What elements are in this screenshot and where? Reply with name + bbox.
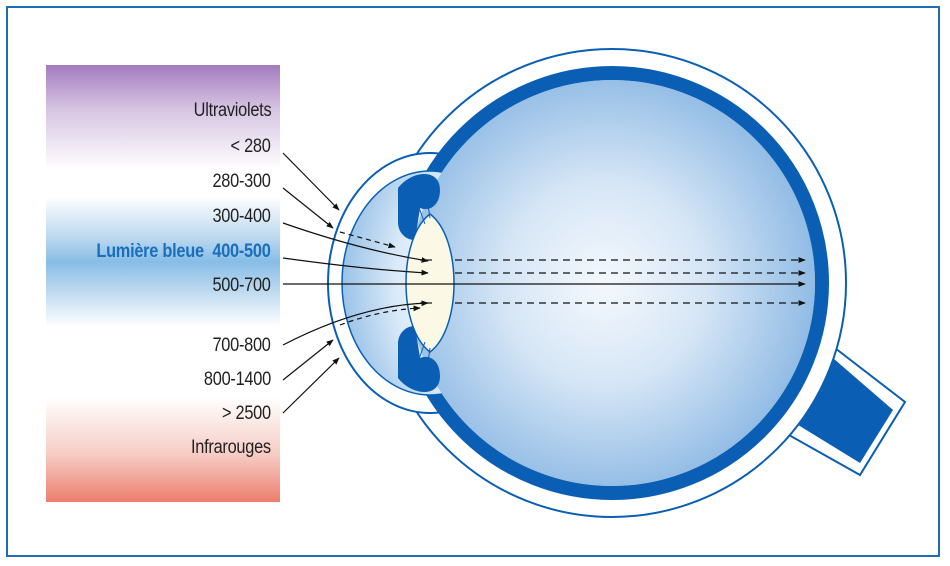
blue-light-name: Lumière bleue: [96, 241, 205, 262]
zonules: [417, 204, 431, 363]
ray-280-300: [282, 187, 334, 229]
label-800-1400: 800-1400: [204, 369, 271, 390]
label-500-700: 500-700: [212, 275, 271, 296]
label-280-300: 280-300: [212, 171, 271, 192]
ray-lt-280: [282, 152, 340, 211]
ray-400-500: [282, 257, 429, 276]
ray-300-400: [282, 222, 429, 263]
label-ultraviolets: Ultraviolets: [193, 100, 271, 121]
ray-gt-2500: [282, 357, 340, 414]
ray-700-800: [282, 300, 429, 346]
figure-border: [6, 6, 940, 557]
label-700-800: 700-800: [212, 335, 271, 356]
ray-800-1400: [282, 339, 334, 381]
light-rays: [282, 152, 806, 414]
label-lt-280: < 280: [230, 136, 271, 157]
spectrum-gradient-bar: [46, 65, 280, 502]
label-blue-light: Lumière bleue 400-500: [97, 241, 271, 263]
blue-light-range: 400-500: [212, 241, 271, 262]
crystalline-lens: [405, 213, 455, 353]
label-300-400: 300-400: [212, 206, 271, 227]
label-gt-2500: > 2500: [222, 403, 271, 424]
label-infrarouges: Infrarouges: [191, 437, 271, 458]
